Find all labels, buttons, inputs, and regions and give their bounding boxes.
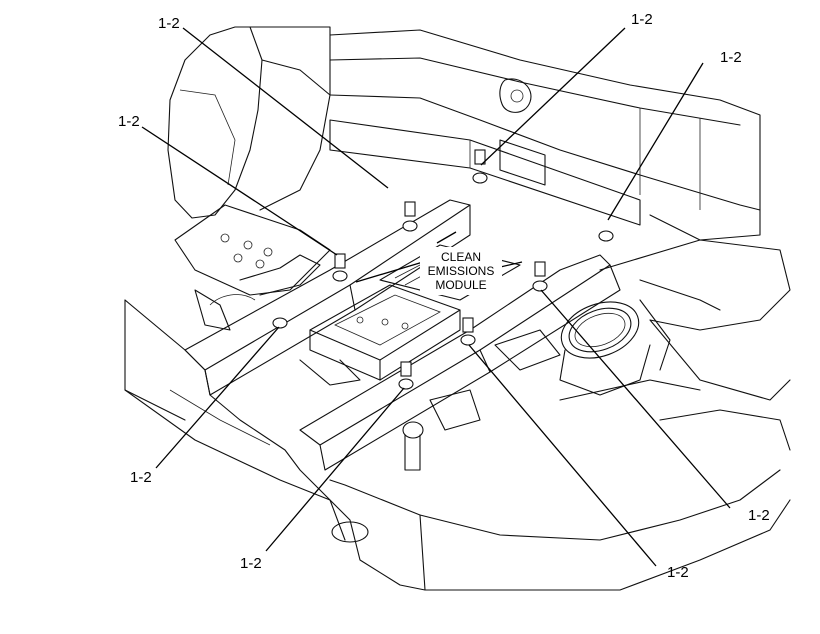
bolt — [332, 253, 348, 282]
callout-label: 1-2 — [158, 15, 180, 32]
fastener-bolts — [272, 149, 614, 390]
callout-labels: 1-2 1-2 1-2 1-2 1-2 1-2 1-2 1-2 — [118, 11, 770, 581]
bolt — [598, 230, 614, 242]
callout-label: 1-2 — [748, 507, 770, 524]
module-label-line3: MODULE — [435, 278, 486, 292]
bolt — [402, 201, 418, 232]
callout-label: 1-2 — [720, 49, 742, 66]
module-label-line1: CLEAN — [441, 250, 481, 264]
machine-frame-linework — [124, 26, 791, 591]
callout-label: 1-2 — [118, 113, 140, 130]
bolt — [272, 317, 288, 329]
callout-label: 1-2 — [667, 564, 689, 581]
callout-label: 1-2 — [240, 555, 262, 572]
callout-label: 1-2 — [631, 11, 653, 28]
bolt — [398, 361, 414, 390]
bolt — [532, 261, 548, 292]
module-label: CLEAN EMISSIONS MODULE — [420, 247, 502, 295]
module-label-line2: EMISSIONS — [428, 264, 495, 278]
callout-label: 1-2 — [130, 469, 152, 486]
leader-lines — [141, 27, 731, 567]
bolt — [472, 149, 488, 184]
bolt — [460, 317, 476, 346]
